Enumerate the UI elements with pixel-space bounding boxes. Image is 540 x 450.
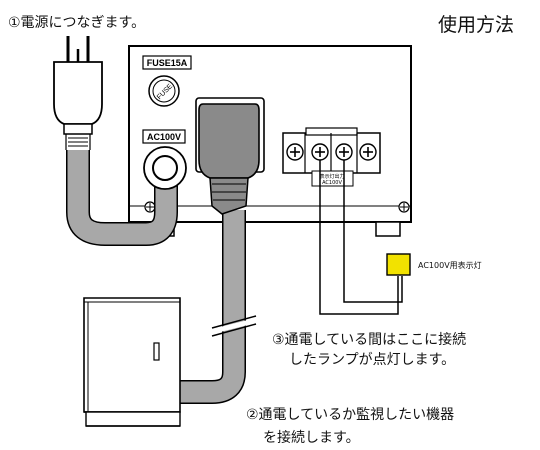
terminal-screw-icon bbox=[335, 143, 353, 161]
power-inlet-icon bbox=[143, 146, 187, 190]
lamp-wires bbox=[319, 160, 403, 315]
indicator-lamp bbox=[386, 253, 411, 276]
terminal-screw-icon bbox=[286, 143, 304, 161]
device-plug-icon bbox=[198, 103, 260, 215]
screw-icon bbox=[144, 201, 156, 213]
power-plug-icon bbox=[53, 36, 103, 150]
step-1-text: ①電源につなぎます。 bbox=[8, 15, 146, 31]
inlet-label: AC100V bbox=[147, 132, 181, 142]
device-handle-icon bbox=[153, 342, 160, 361]
screw-icon bbox=[398, 201, 410, 213]
terminal-block: 表示灯出力 AC100V bbox=[282, 127, 381, 187]
fuse-label: FUSE15A bbox=[147, 58, 188, 68]
lamp-label: AC100V用表示灯 bbox=[418, 261, 482, 270]
step-2-text-line1: ②通電しているか監視したい機器 bbox=[246, 407, 455, 423]
fuse-label-box bbox=[142, 55, 192, 70]
page-title: 使用方法 bbox=[438, 14, 515, 36]
monitored-device bbox=[83, 297, 181, 427]
step-2-text-line2: を接続します。 bbox=[263, 430, 360, 446]
terminal-screw-icon bbox=[311, 143, 329, 161]
inlet-label-box bbox=[142, 129, 186, 144]
terminal-label-line2: AC100V bbox=[322, 180, 342, 186]
terminal-label-line1: 表示灯出力 bbox=[319, 173, 344, 180]
fuse-holder-icon: FUSE bbox=[148, 75, 180, 107]
step-3-text-line2: したランプが点灯します。 bbox=[289, 352, 456, 368]
terminal-screw-icon bbox=[359, 143, 377, 161]
power-cord bbox=[67, 150, 177, 245]
device-cord bbox=[150, 210, 245, 403]
step-3-text-line1: ③通電している間はここに接続 bbox=[272, 332, 467, 348]
